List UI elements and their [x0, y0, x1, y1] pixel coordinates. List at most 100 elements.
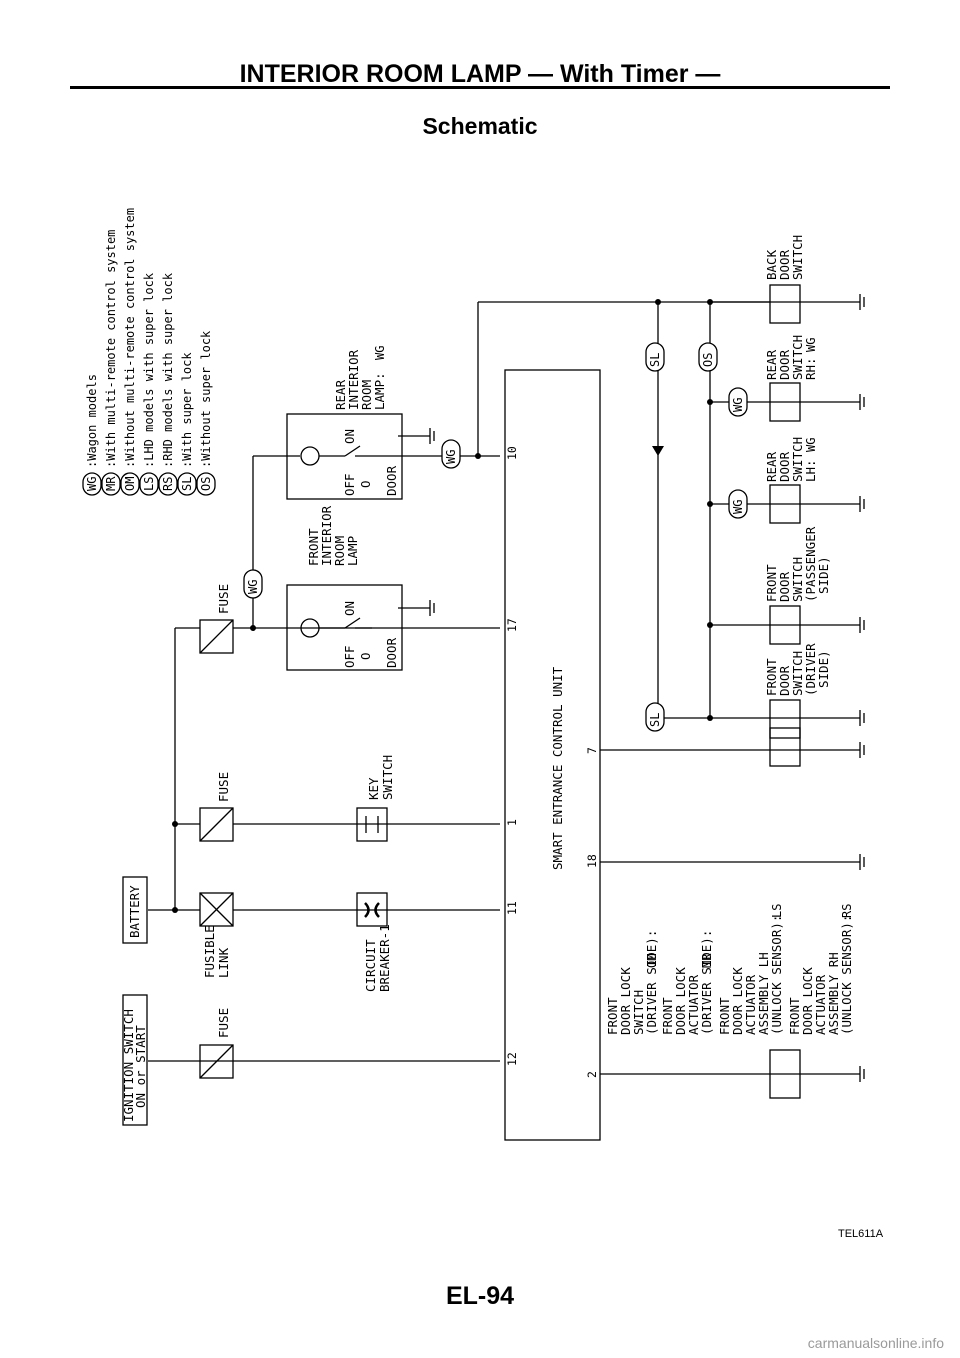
legend-code: OM: [123, 477, 137, 491]
rear-door-switch-rh-label: REAR: [764, 349, 779, 380]
rear-lamp-label: ROOM: [359, 380, 374, 410]
section-title: Schematic: [422, 113, 538, 139]
rear-door-switch-lh-label: DOOR: [777, 451, 792, 482]
front-door-lock-actuator-label: (DRIVER SIDE):: [699, 930, 714, 1035]
lamp-off: OFF: [342, 645, 357, 668]
rear-lamp-label: INTERIOR: [346, 349, 361, 410]
pin-7: 7: [585, 747, 599, 754]
front-door-lock-actuator-rh-label: DOOR LOCK: [800, 967, 815, 1035]
front-door-lock-actuator-label: FRONT: [660, 997, 675, 1035]
control-unit-box: [504, 369, 601, 1141]
page-header-title: INTERIOR ROOM LAMP — With Timer —: [239, 60, 721, 88]
legend-text: :With multi-remote control system: [104, 230, 118, 468]
legend-text: :Without multi-remote control system: [123, 208, 137, 468]
front-door-lock-actuator-rh-label: FRONT: [787, 997, 802, 1035]
front-lamp-box: [286, 584, 403, 671]
tag-mr: MR: [700, 953, 714, 968]
ground-symbols: [859, 294, 865, 1082]
front-door-lock-actuator-lh-label: ACTUATOR: [743, 974, 758, 1035]
legend-badges: [82, 472, 216, 496]
rear-lamp-label: REAR: [333, 379, 348, 410]
tag-wg: WG: [373, 346, 387, 360]
battery-box: [122, 876, 148, 944]
tag-wg: WG: [731, 500, 745, 514]
front-door-lock-actuator-lh-label: (UNLOCK SENSOR):: [769, 915, 784, 1035]
circuit-breaker-label: CIRCUIT: [363, 939, 378, 992]
front-door-switch-passenger-label: DOOR: [777, 571, 792, 602]
ignition-switch-box: [122, 994, 148, 1126]
rear-lamp-label: LAMP:: [372, 372, 387, 410]
tag-rs: RS: [840, 904, 854, 918]
rear-door-switch-lh-label: LH:: [803, 459, 818, 482]
front-door-switch-driver-label: (DRIVER: [803, 643, 818, 696]
front-door-lock-actuator-rh-label: ACTUATOR: [813, 974, 828, 1035]
front-door-lock-actuator-label: DOOR LOCK: [673, 967, 688, 1035]
fuse-label: FUSE: [216, 1008, 231, 1038]
tag-sl: SL: [648, 353, 662, 367]
front-door-lock-actuator-lh-label: FRONT: [717, 997, 732, 1035]
pin-10: 10: [505, 446, 519, 460]
front-door-switch-driver-label: FRONT: [764, 658, 779, 696]
legend-text: :RHD models with super lock: [161, 272, 175, 468]
header-rule: [70, 86, 890, 89]
legend-code: MR: [104, 476, 118, 491]
front-door-lock-switch-label: DOOR LOCK: [618, 967, 633, 1035]
wiring-tags: [243, 342, 748, 732]
front-door-switch-passenger-label: SIDE): [816, 556, 831, 594]
front-door-lock-actuator-rh-label: ASSEMBLY RH: [826, 952, 841, 1035]
control-unit-label: SMART ENTRANCE CONTROL UNIT: [550, 666, 565, 870]
front-door-switch-driver-label: SWITCH: [790, 651, 805, 696]
front-door-lock-switch-label: FRONT: [605, 997, 620, 1035]
ignition-switch-label: ON or START: [133, 1025, 148, 1108]
tag-ls: LS: [770, 904, 784, 918]
front-door-switch-passenger-label: SWITCH: [790, 557, 805, 602]
front-lamp-label: FRONT: [306, 528, 321, 566]
front-lamp-label: ROOM: [332, 536, 347, 566]
junction-dots: [172, 299, 713, 913]
pin-11: 11: [505, 901, 519, 915]
rear-door-switch-rh-label: DOOR: [777, 349, 792, 380]
fuse-label: FUSE: [216, 584, 231, 614]
tag-sl: SL: [648, 713, 662, 727]
legend: WG MR OM LS RS SL OS :Wagon models :With…: [85, 208, 213, 491]
back-door-switch-label: BACK: [764, 249, 779, 280]
pin-2: 2: [585, 1071, 599, 1078]
pin-1: 1: [505, 819, 519, 826]
pin-numbers: 12 11 1 17 10 2 18 7: [505, 446, 599, 1078]
fuse-room: [199, 619, 234, 654]
pin-18: 18: [585, 854, 599, 868]
front-door-lock-actuator-lh-label: ASSEMBLY LH: [756, 952, 771, 1035]
legend-code: RS: [161, 477, 175, 491]
tag-wg: WG: [804, 338, 818, 352]
lamp-off: OFF: [342, 473, 357, 496]
tag-wg: WG: [804, 438, 818, 452]
back-door-switch-label: SWITCH: [790, 235, 805, 280]
fusible-link-label: FUSIBLE: [202, 925, 217, 978]
rear-door-switch-lh-label: REAR: [764, 451, 779, 482]
figure-code: TEL611A: [838, 1228, 884, 1240]
key-switch-label: SWITCH: [380, 755, 395, 800]
front-door-switch-driver-label: DOOR: [777, 665, 792, 696]
front-lamp-label: LAMP: [345, 536, 360, 566]
legend-code: OS: [199, 477, 213, 491]
watermark: carmanualsonline.info: [807, 1335, 944, 1351]
front-door-lock-actuator-label: ACTUATOR: [686, 974, 701, 1035]
fuse-label: FUSE: [216, 772, 231, 802]
rear-door-switch-rh-label: SWITCH: [790, 335, 805, 380]
front-lamp-label: INTERIOR: [319, 505, 334, 566]
legend-text: :With super lock: [180, 352, 194, 468]
front-door-switch-driver-label: SIDE): [816, 650, 831, 688]
key-switch: [356, 807, 388, 842]
front-door-switch-passenger-label: FRONT: [764, 564, 779, 602]
circuit-breaker-label: BREAKER-1: [377, 924, 392, 992]
legend-text: :LHD models with super lock: [142, 272, 156, 468]
lamp-on: ON: [342, 429, 357, 444]
lamp-on: ON: [342, 601, 357, 616]
front-door-lock-switch-label: (DRIVER SIDE):: [644, 930, 659, 1035]
pin-12: 12: [505, 1052, 519, 1066]
tag-wg: WG: [246, 580, 260, 594]
pin-17: 17: [505, 618, 519, 632]
rear-door-switch-lh-label: SWITCH: [790, 437, 805, 482]
page-number: EL-94: [445, 1282, 515, 1310]
